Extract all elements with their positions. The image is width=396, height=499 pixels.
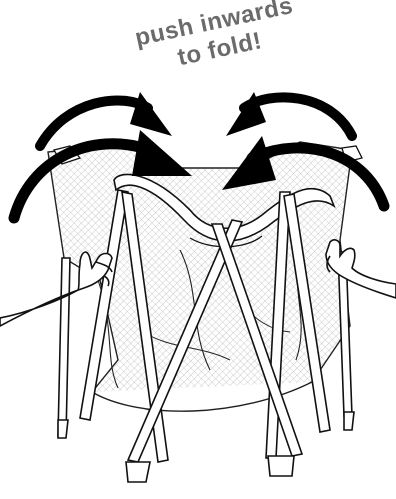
curved-arrow-icon-inner-left <box>40 92 172 146</box>
frame-feet <box>58 412 354 482</box>
curved-arrow-icon-inner-right <box>226 92 352 136</box>
hand-icon-left <box>0 252 112 326</box>
